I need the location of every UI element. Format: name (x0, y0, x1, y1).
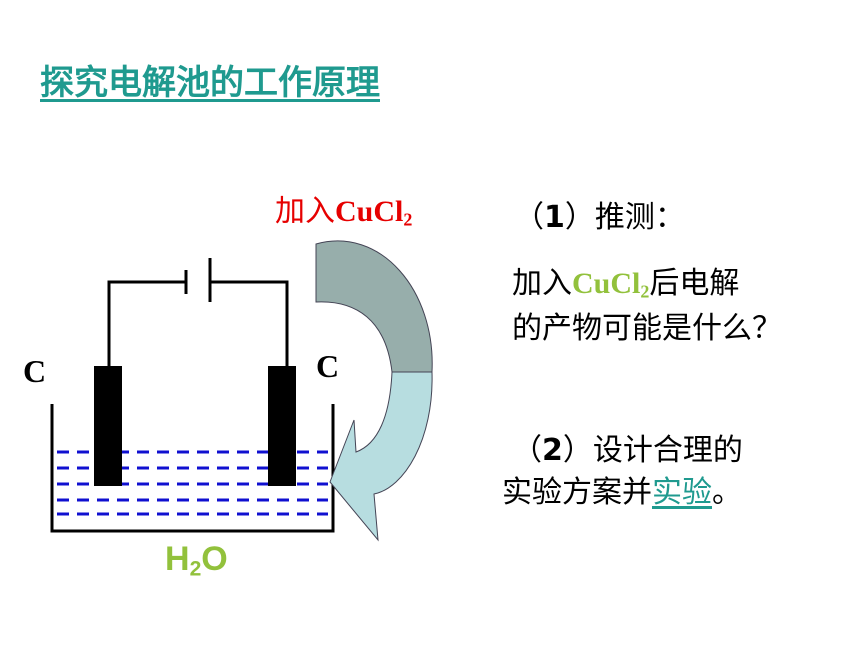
question-1-line-2: 的产物可能是什么？ (512, 311, 782, 346)
water-label: H2O (165, 540, 228, 581)
add-cucl2-label: 加入CuCl2 (275, 194, 413, 230)
question-2-line-2: 实验方案并实验。 (502, 475, 742, 510)
electrode-left (94, 366, 122, 486)
page-title: 探究电解池的工作原理 (40, 63, 380, 103)
question-2-heading: （2）设计合理的 (512, 433, 743, 468)
beaker (50, 404, 335, 533)
electrode-left-label: C (23, 353, 47, 389)
question-1-heading: （1）推测： (514, 200, 685, 235)
question-1-line-1: 加入CuCl2后电解 (512, 266, 740, 302)
electrode-right (268, 366, 296, 486)
curved-arrow-lower (329, 371, 433, 542)
experiment-link[interactable]: 实验 (652, 475, 712, 510)
electrode-right-label: C (316, 348, 340, 384)
